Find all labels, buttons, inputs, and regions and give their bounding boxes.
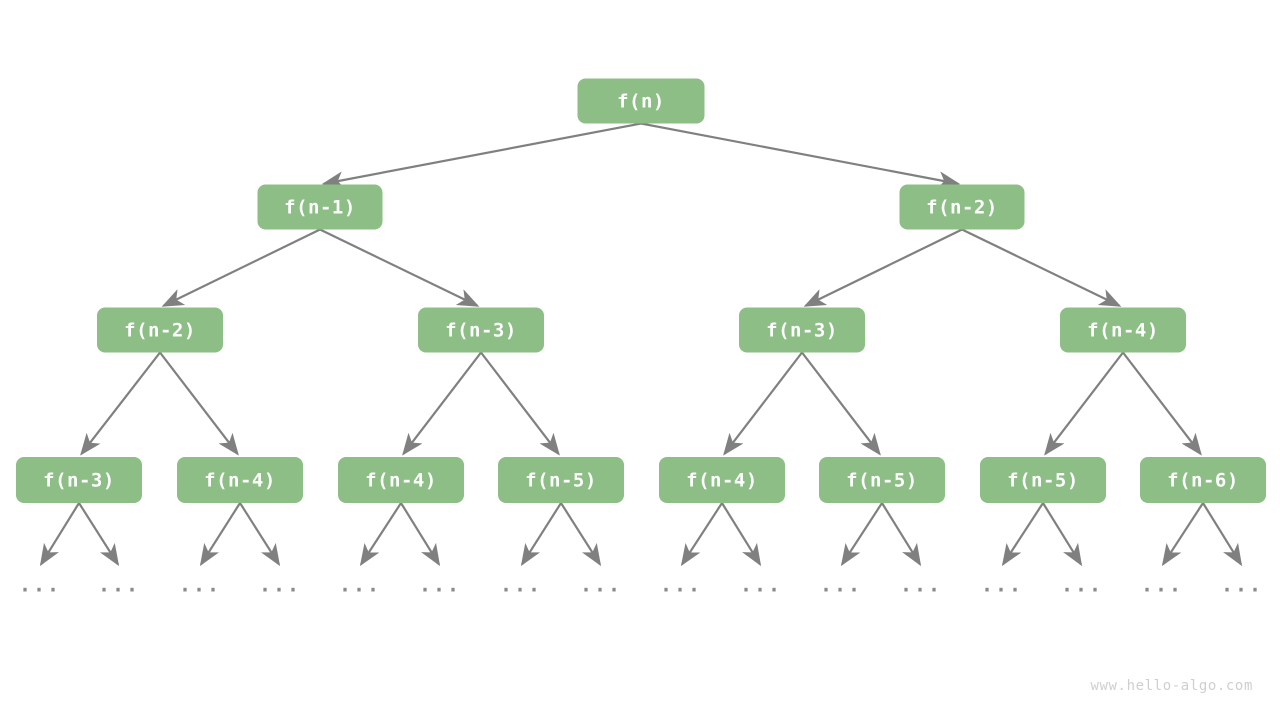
tree-node[interactable]: f(n-4) [177,457,303,503]
tree-node-box[interactable] [97,307,223,353]
tree-edge-to-ellipsis [680,502,723,567]
tree-node-box[interactable] [1060,307,1186,353]
watermark-label: www.hello-algo.com [1090,678,1253,694]
tree-edge [961,228,1122,307]
ellipsis-marker: ... [98,573,140,597]
tree-node-box[interactable] [177,457,303,503]
ellipsis-marker: ... [580,573,622,597]
tree-edge [402,351,482,456]
nodes-layer: f(n) f(n-1) f(n-2) f(n-2) f(n-3) f(n-3) f(n-4)… [16,78,1266,503]
tree-node[interactable]: f(n-5) [980,457,1106,503]
tree-node-box[interactable] [418,307,544,353]
tree-node-label: f(n-1) [284,197,356,219]
tree-node-label: f(n-6) [1167,470,1239,492]
tree-node-label: f(n-4) [686,470,758,492]
tree-edge-to-ellipsis [359,502,402,567]
tree-edge [640,122,961,189]
tree-node[interactable]: f(n-3) [16,457,142,503]
ellipsis-marker: ... [259,573,301,597]
tree-node-label: f(n-2) [926,197,998,219]
tree-node-label: f(n-3) [445,320,517,342]
ellipsis-marker: ... [339,573,381,597]
tree-node[interactable]: f(n) [577,78,705,124]
tree-node-label: f(n-4) [1087,320,1159,342]
tree-node-box[interactable] [659,457,785,503]
ellipsis-marker: ... [19,573,61,597]
ellipsis-marker: ... [660,573,702,597]
tree-node[interactable]: f(n-5) [819,457,945,503]
tree-node-label: f(n) [617,91,665,113]
edges-layer [80,122,1202,456]
tree-node-box[interactable] [819,457,945,503]
tree-edge-to-ellipsis [1161,502,1204,567]
tree-node-box[interactable] [16,457,142,503]
tree-edge [480,351,560,456]
tree-node-box[interactable] [739,307,865,353]
ellipsis-edges-layer [39,502,1243,567]
tree-edge [801,351,881,456]
tree-edge [161,228,321,307]
tree-node[interactable]: f(n-2) [97,307,223,353]
tree-node[interactable]: f(n-3) [418,307,544,353]
tree-node-box[interactable] [338,457,464,503]
tree-node[interactable]: f(n-4) [338,457,464,503]
tree-edge-to-ellipsis [39,502,80,567]
tree-node-box[interactable] [577,78,705,124]
ellipsis-marker: ... [500,573,542,597]
tree-node[interactable]: f(n-1) [257,184,383,230]
tree-edge [723,351,803,456]
ellipsis-layer: ........................................… [19,573,1263,597]
ellipsis-marker: ... [179,573,221,597]
tree-node-label: f(n-5) [846,470,918,492]
ellipsis-marker: ... [981,573,1023,597]
tree-edge-to-ellipsis [400,502,441,567]
tree-edge-to-ellipsis [1001,502,1044,567]
tree-edge-to-ellipsis [881,502,922,567]
tree-edge [321,122,642,189]
ellipsis-marker: ... [740,573,782,597]
tree-edge [80,351,161,456]
tree-node-label: f(n-3) [766,320,838,342]
tree-edge-to-ellipsis [840,502,883,567]
tree-node-label: f(n-5) [525,470,597,492]
tree-edge-to-ellipsis [199,502,241,567]
tree-edge [1122,351,1202,456]
tree-node-box[interactable] [257,184,383,230]
ellipsis-marker: ... [900,573,942,597]
tree-node[interactable]: f(n-3) [739,307,865,353]
tree-node-box[interactable] [1140,457,1266,503]
tree-edge-to-ellipsis [520,502,562,567]
tree-edge [1044,351,1124,456]
tree-node[interactable]: f(n-6) [1140,457,1266,503]
ellipsis-marker: ... [1061,573,1103,597]
tree-node[interactable]: f(n-4) [1060,307,1186,353]
tree-edge-to-ellipsis [721,502,762,567]
tree-node-label: f(n-4) [365,470,437,492]
tree-node-box[interactable] [498,457,624,503]
tree-node-box[interactable] [899,184,1025,230]
tree-edge [159,351,239,456]
tree-edge [319,228,480,307]
ellipsis-marker: ... [1141,573,1183,597]
tree-node[interactable]: f(n-5) [498,457,624,503]
tree-node-label: f(n-4) [204,470,276,492]
tree-node-box[interactable] [980,457,1106,503]
tree-edge-to-ellipsis [560,502,602,567]
tree-node-label: f(n-5) [1007,470,1079,492]
tree-node-label: f(n-3) [43,470,115,492]
tree-edge [803,228,963,307]
tree-node-label: f(n-2) [124,320,196,342]
tree-node[interactable]: f(n-4) [659,457,785,503]
ellipsis-marker: ... [419,573,461,597]
tree-node[interactable]: f(n-2) [899,184,1025,230]
tree-edge-to-ellipsis [1202,502,1243,567]
ellipsis-marker: ... [820,573,862,597]
tree-edge-to-ellipsis [239,502,281,567]
tree-edge-to-ellipsis [78,502,120,567]
ellipsis-marker: ... [1221,573,1263,597]
tree-edge-to-ellipsis [1042,502,1083,567]
